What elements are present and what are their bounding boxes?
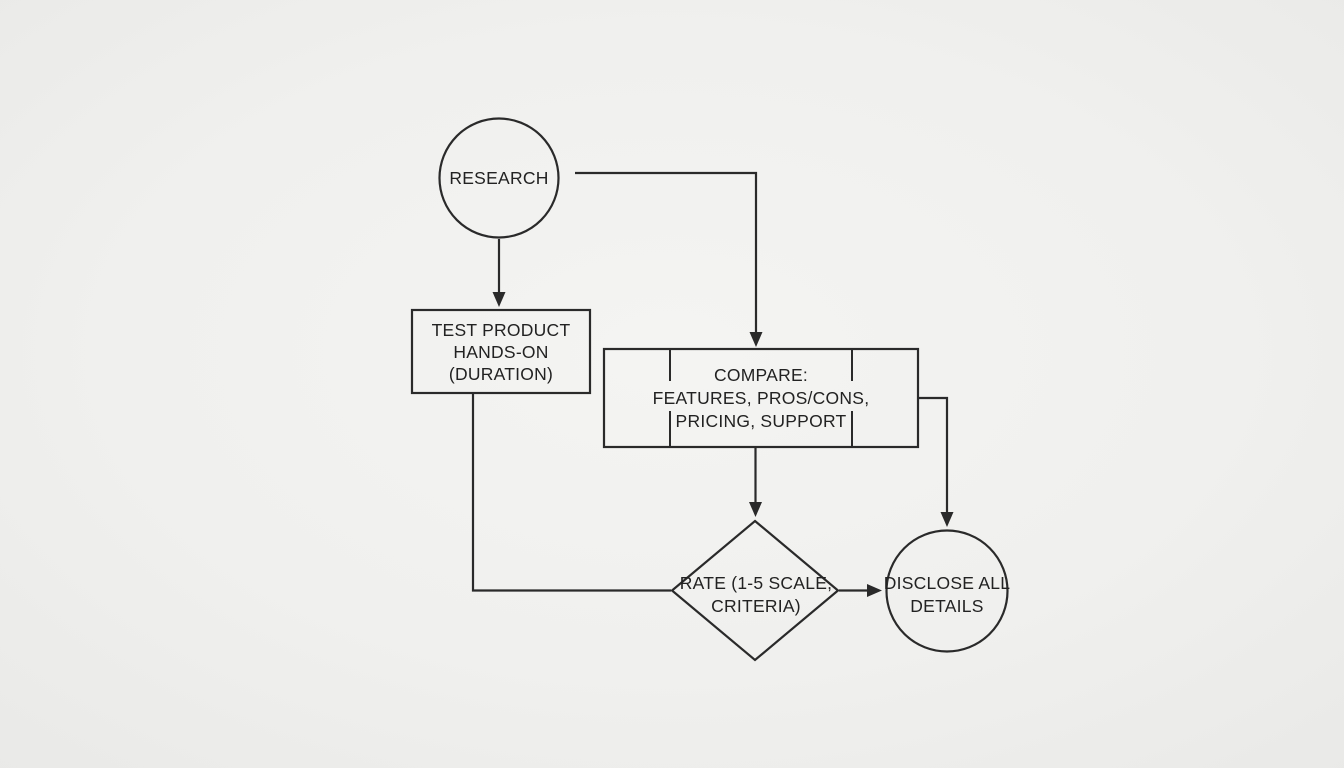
node-test-product: TEST PRODUCT HANDS-ON (DURATION)	[410, 308, 592, 395]
arrowhead-icon	[749, 332, 763, 347]
node-rate-line-1: RATE (1-5 SCALE,	[680, 573, 832, 593]
node-compare-line-1: COMPARE:	[714, 365, 808, 385]
edge-research-to-test-product	[492, 239, 506, 307]
node-test-product-line-2: HANDS-ON	[453, 342, 548, 362]
edge-test-product-to-rate	[471, 394, 671, 592]
arrowhead-icon	[940, 512, 954, 527]
edge-research-to-compare	[575, 171, 763, 347]
edges	[471, 171, 954, 597]
edge-compare-to-rate	[749, 447, 762, 517]
node-test-product-line-3: (DURATION)	[449, 364, 553, 384]
node-rate-line-2: CRITERIA)	[711, 596, 801, 616]
node-compare-line-3: PRICING, SUPPORT	[676, 411, 847, 431]
arrowhead-icon	[749, 502, 762, 517]
edge-compare-to-disclose	[918, 396, 954, 527]
node-research: RESEARCH	[438, 117, 560, 239]
node-rate: RATE (1-5 SCALE, CRITERIA)	[670, 519, 840, 662]
edge-rate-to-disclose	[839, 584, 882, 597]
node-disclose-line-2: DETAILS	[910, 596, 983, 616]
node-research-label: RESEARCH	[449, 168, 548, 188]
node-test-product-line-1: TEST PRODUCT	[432, 320, 571, 340]
arrowhead-icon	[492, 292, 506, 307]
node-compare-line-2: FEATURES, PROS/CONS,	[653, 388, 870, 408]
node-compare: COMPARE: FEATURES, PROS/CONS, PRICING, S…	[602, 347, 920, 449]
arrowhead-icon	[867, 584, 882, 597]
node-disclose-line-1: DISCLOSE ALL	[884, 573, 1011, 593]
node-disclose: DISCLOSE ALL DETAILS	[884, 529, 1011, 653]
